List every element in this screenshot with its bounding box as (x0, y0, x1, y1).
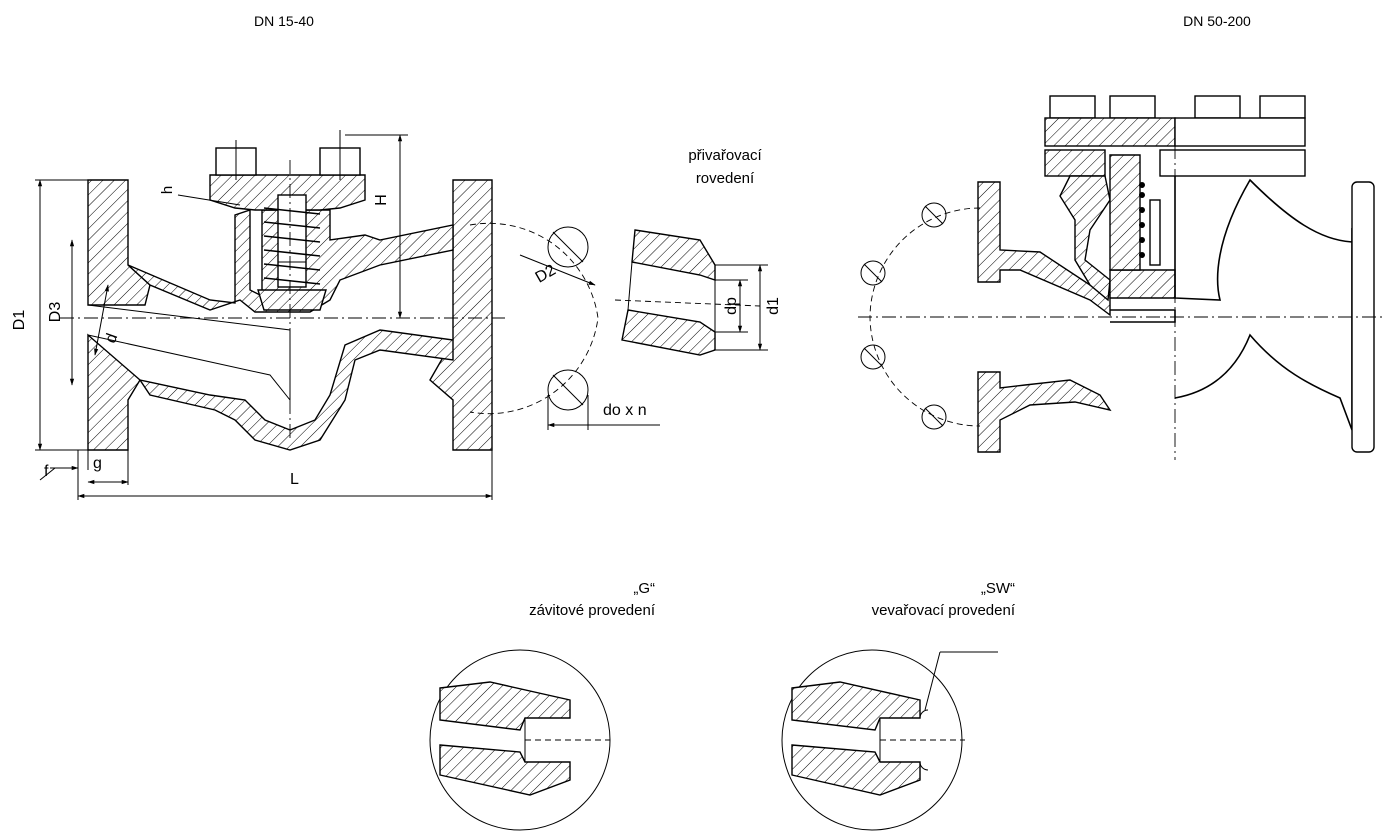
weld-label-line2: rovedení (696, 170, 755, 187)
bolt-hole-bottom (547, 369, 589, 411)
dim-dp: dp (723, 297, 740, 315)
weld-neck-lower (621, 309, 716, 356)
disc-right (1109, 269, 1176, 299)
detail-g-lower (439, 744, 571, 796)
right-view-title: DN 50-200 (1183, 13, 1251, 29)
dim-H: H (373, 194, 390, 206)
right-bolt-circle (869, 207, 981, 427)
dim-L: L (290, 471, 299, 488)
bolt-head-4 (1259, 95, 1306, 119)
dim-D3: D3 (47, 302, 64, 323)
spring-guide (1149, 199, 1161, 266)
dim-D2: D2 (533, 262, 559, 287)
seat-ring (1110, 309, 1176, 323)
right-flange (429, 179, 493, 451)
right-bolt-hole-2 (860, 260, 886, 286)
detail-sw-tag: „SW“ (981, 580, 1015, 597)
body-flange-section (1044, 149, 1106, 177)
detail-g-tag: „G“ (633, 580, 655, 597)
dim-d1: d1 (765, 297, 782, 315)
right-bolt-hole-3 (860, 344, 886, 370)
bonnet-cover (209, 174, 366, 211)
dim-f: f (44, 463, 49, 480)
detail-g-label: závitové provedení (529, 602, 656, 619)
bolt-head-2 (1109, 95, 1156, 119)
valve-disc (257, 289, 327, 311)
right-bolt-hole-1 (921, 202, 947, 228)
cover-plate-section (1044, 117, 1176, 147)
weld-end-detail: přivařovací rovedení dp d1 (614, 147, 782, 356)
bolt-head-1 (1049, 95, 1096, 119)
body-flange (1159, 149, 1306, 177)
dim-h: h (159, 186, 176, 194)
bonnet-wall (1059, 175, 1111, 302)
detail-sw-label: vevařovací provedení (872, 602, 1016, 619)
dim-do-x-n: do x n (603, 402, 647, 419)
right-bolt-hole-4 (921, 404, 947, 430)
valve-stem (277, 194, 307, 288)
spring (263, 207, 321, 285)
detail-sw: „SW“ vevařovací provedení (781, 580, 1016, 831)
left-flange-lower (87, 333, 141, 451)
detail-g-circle (429, 649, 611, 831)
detail-sw-lower (791, 744, 921, 796)
spring-right (1139, 182, 1145, 258)
dim-D1: D1 (11, 310, 28, 331)
weld-neck-upper (631, 229, 716, 281)
left-valve-section (60, 130, 599, 451)
weld-label-line1: přivařovací (688, 147, 762, 164)
dim-g: g (93, 455, 102, 472)
detail-sw-upper (791, 681, 921, 731)
left-flange-upper (87, 179, 151, 306)
left-view-title: DN 15-40 (254, 13, 314, 29)
bolt-head-3 (1194, 95, 1241, 119)
body-lower-wall (138, 329, 454, 451)
detail-g: „G“ závitové provedení (429, 580, 656, 831)
inlet-flange-upper (977, 181, 1111, 317)
inlet-flange-lower (977, 371, 1112, 453)
right-valve-section (858, 95, 1385, 460)
guide-section (1109, 154, 1141, 271)
bolt-hole-top (547, 226, 589, 268)
cover-plate (1174, 117, 1306, 147)
dim-d: d (102, 331, 121, 345)
detail-g-upper (439, 681, 571, 731)
body-outline (1174, 176, 1353, 431)
